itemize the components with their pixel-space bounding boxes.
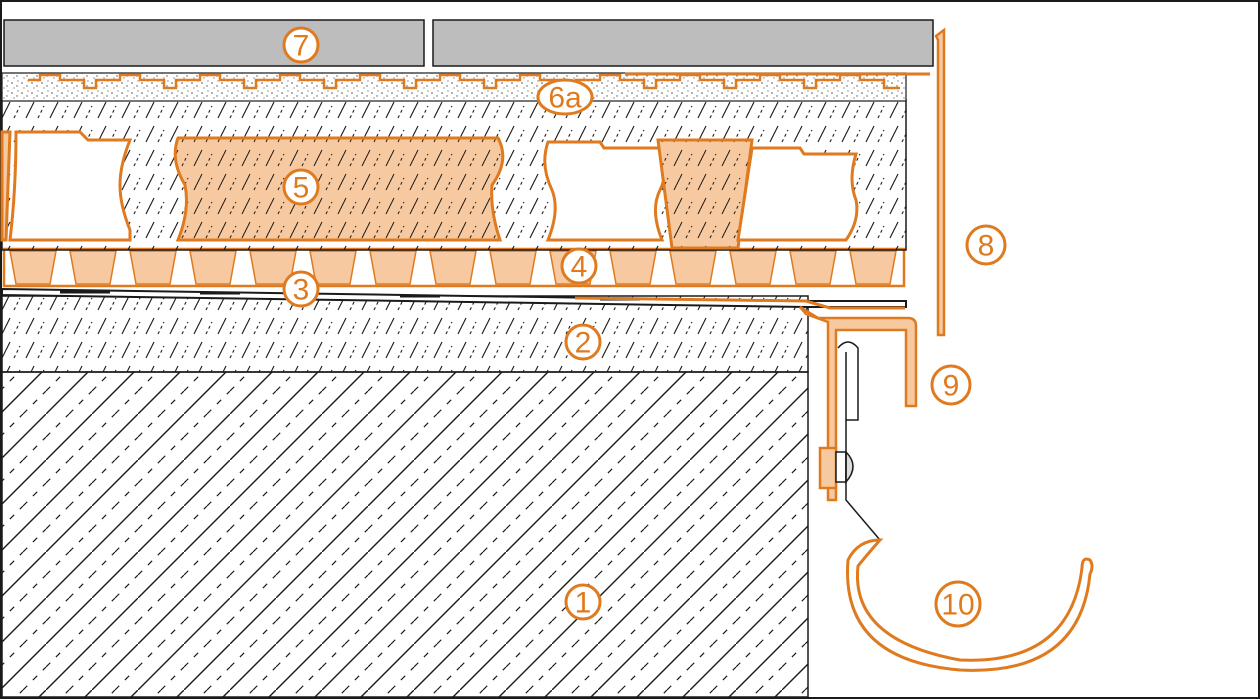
callout-1: 1 <box>564 583 602 621</box>
membrane-edge-strip <box>574 296 905 310</box>
callout-7: 7 <box>282 26 320 64</box>
gutter-hanger-strap <box>845 420 881 541</box>
tile-left <box>3 19 425 67</box>
callout-8-text: 8 <box>978 230 995 263</box>
callout-9-text: 9 <box>943 370 960 403</box>
half-round-gutter <box>846 538 1094 672</box>
tile-right <box>432 19 934 67</box>
callout-6a-text: 6a <box>548 82 582 115</box>
drainage-mat-cells <box>9 250 897 285</box>
callout-2-text: 2 <box>575 327 592 360</box>
screw-head <box>835 451 847 483</box>
callout-6a: 6a <box>536 78 594 116</box>
callout-9: 9 <box>930 364 972 406</box>
callout-5: 5 <box>282 168 320 206</box>
screed-panels <box>0 130 859 250</box>
uncoupling-mat-layer <box>1 72 907 102</box>
concrete-slab <box>1 371 809 698</box>
callout-1-text: 1 <box>575 587 592 620</box>
callout-4: 4 <box>560 247 598 285</box>
sloped-screed <box>1 295 809 373</box>
callout-3: 3 <box>282 270 320 308</box>
bracket-clamp <box>818 446 838 490</box>
callout-3-text: 3 <box>293 274 310 307</box>
gutter-hook <box>837 341 859 421</box>
uncoupling-mat-profile <box>28 73 900 90</box>
callout-4-text: 4 <box>571 251 588 284</box>
callout-7-text: 7 <box>293 30 310 63</box>
membrane-overlaps <box>60 290 640 301</box>
callout-2: 2 <box>564 323 602 361</box>
callout-10: 10 <box>934 580 982 628</box>
callout-10-text: 10 <box>941 589 974 622</box>
drip-edge-profile <box>934 27 946 337</box>
callout-8: 8 <box>965 224 1007 266</box>
callout-5-text: 5 <box>293 172 310 205</box>
